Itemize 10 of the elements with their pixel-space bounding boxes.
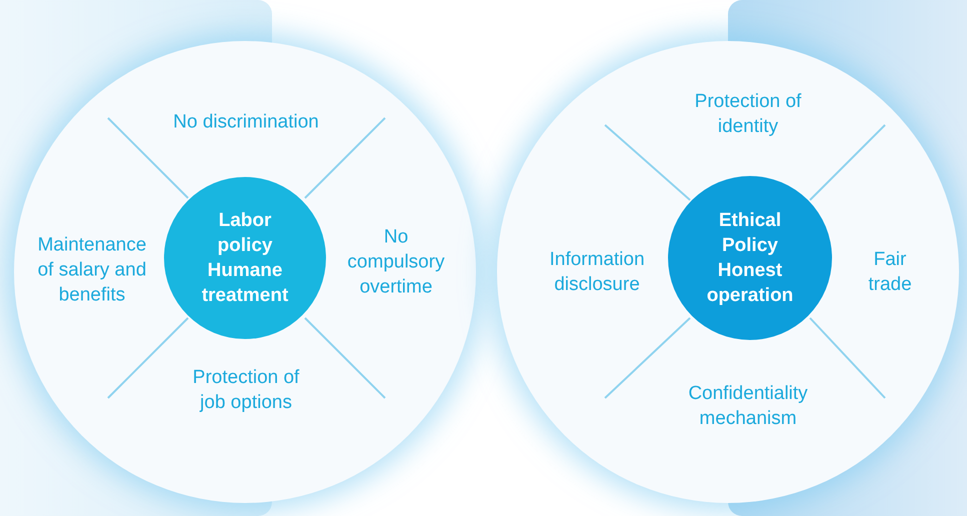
topic-label: Confidentiality mechanism xyxy=(687,382,809,431)
center-text: Labor policy Humane treatment xyxy=(200,209,290,308)
topic-label: Fair trade xyxy=(867,248,913,297)
topic-label: Protection of job options xyxy=(192,366,300,415)
topic-label: Protection of identity xyxy=(694,90,802,139)
topic-label: Information disclosure xyxy=(548,248,646,297)
center-text: Ethical Policy Honest operation xyxy=(706,209,794,308)
topic-label: No discrimination xyxy=(172,110,320,134)
topic-label: Maintenance of salary and benefits xyxy=(36,234,148,308)
topic-label: No compulsory overtime xyxy=(346,226,446,300)
